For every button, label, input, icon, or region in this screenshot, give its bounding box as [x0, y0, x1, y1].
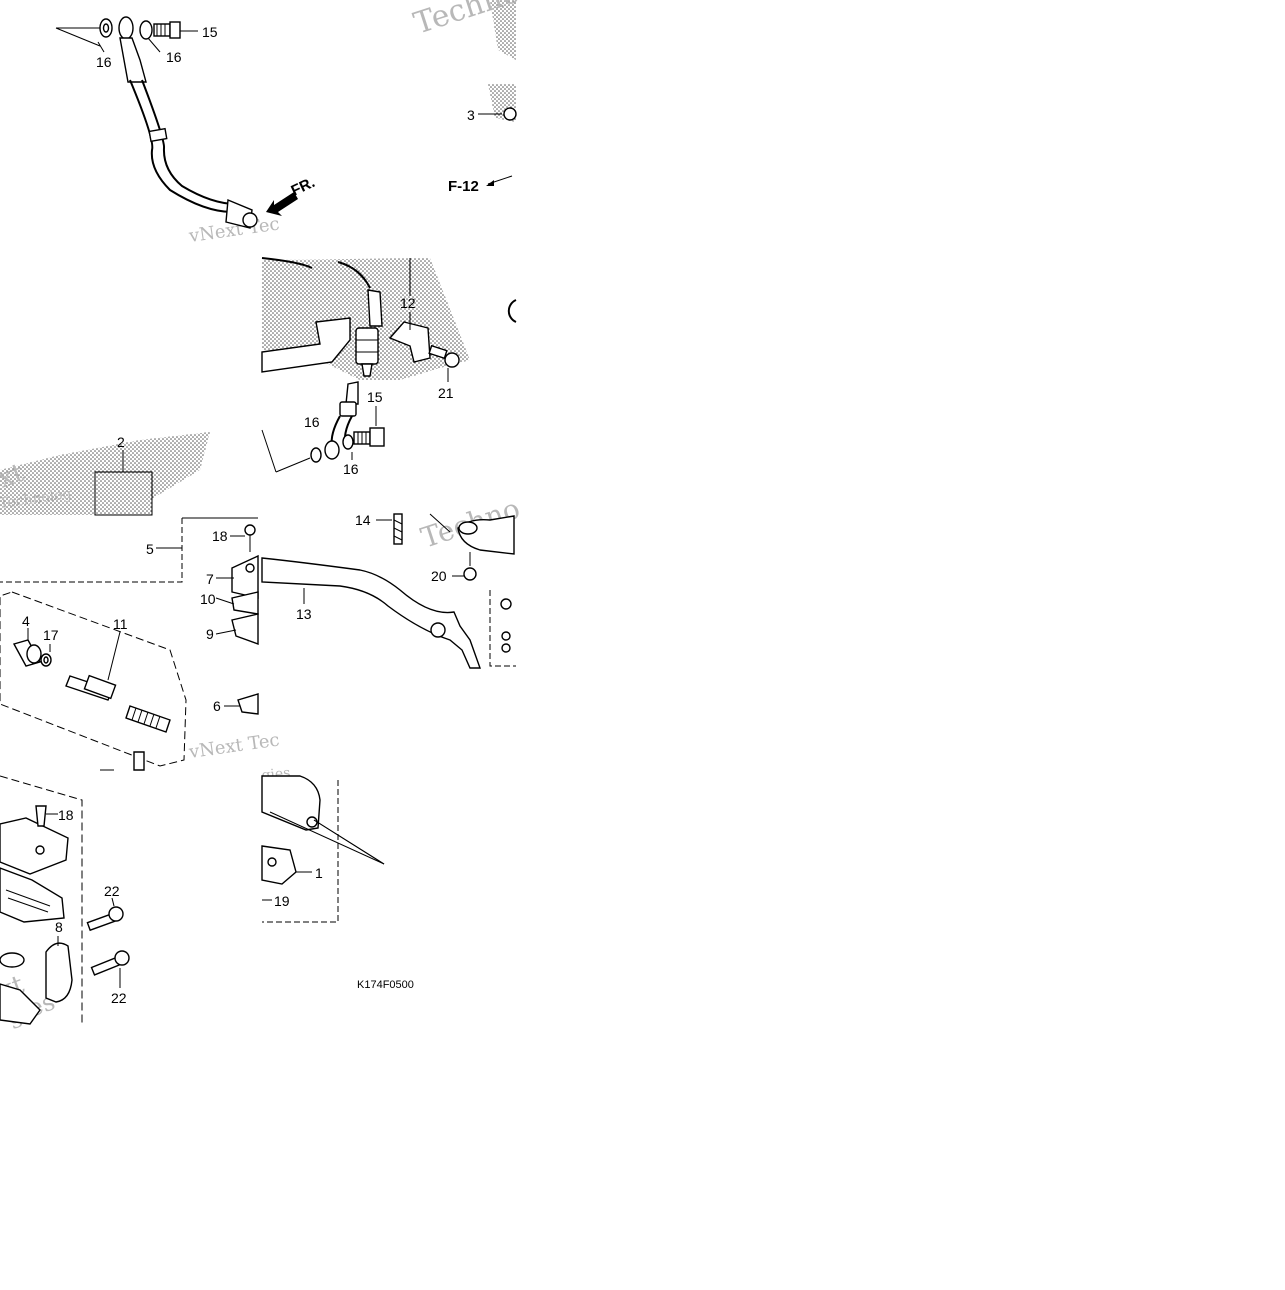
- callout-22: 22: [104, 883, 120, 899]
- callout-16: 16: [96, 54, 112, 70]
- callout-20: 20: [431, 568, 447, 584]
- reference-label: F-12: [448, 178, 479, 195]
- callout-2: 2: [117, 434, 125, 450]
- callout-8: 8: [55, 919, 63, 935]
- front-direction-label: FR.: [289, 174, 318, 200]
- callout-21: 21: [438, 385, 454, 401]
- brake-switch-assembly: [261, 775, 385, 923]
- reservoir-and-holder: [0, 775, 130, 1026]
- callout-6: 6: [213, 698, 221, 714]
- callout-3: 3: [467, 107, 475, 123]
- callout-7: 7: [206, 571, 214, 587]
- callout-14: 14: [355, 512, 371, 528]
- brake-hose-joint: [261, 257, 460, 473]
- front-direction-arrow: FR.: [266, 174, 318, 216]
- brake-hose-upper: [55, 16, 258, 229]
- callout-1: 1: [315, 865, 323, 881]
- part-3: [478, 107, 517, 121]
- master-cylinder-set: [0, 517, 259, 771]
- callout-18: 18: [58, 807, 74, 823]
- callout-22: 22: [111, 990, 127, 1006]
- callout-16: 16: [343, 461, 359, 477]
- watermark-text: vNext Tec: [187, 729, 281, 763]
- callout-4: 4: [22, 613, 30, 629]
- callout-17: 17: [43, 627, 59, 643]
- edge-fragment: [507, 299, 517, 323]
- callout-10: 10: [200, 591, 216, 607]
- callout-15: 15: [202, 24, 218, 40]
- brake-lever: [261, 513, 516, 669]
- callout-19: 19: [274, 893, 290, 909]
- callout-15: 15: [367, 389, 383, 405]
- callout-18: 18: [212, 528, 228, 544]
- callout-11: 11: [113, 616, 128, 632]
- figure-code: K174F0500: [357, 979, 414, 991]
- callout-9: 9: [206, 626, 214, 642]
- callout-13: 13: [296, 606, 312, 622]
- callout-12: 12: [400, 295, 416, 311]
- callout-16: 16: [304, 414, 320, 430]
- callout-5: 5: [146, 541, 154, 557]
- stipple-areas: [0, 0, 516, 516]
- callout-16: 16: [166, 49, 182, 65]
